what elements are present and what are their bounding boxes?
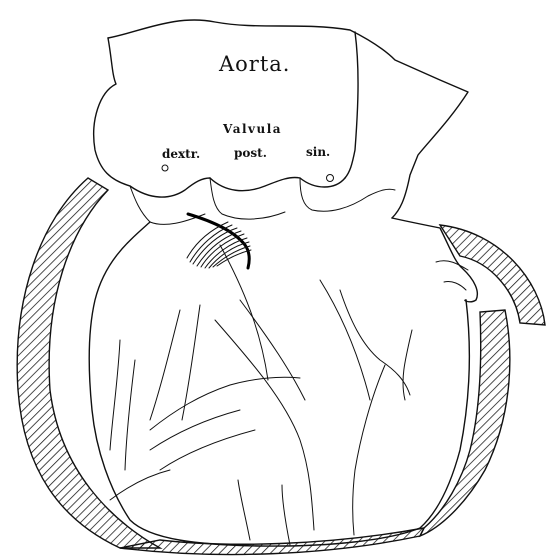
label-sin: sin.: [306, 145, 330, 159]
trabecula-5: [215, 320, 314, 530]
aorta-outline: [108, 20, 468, 218]
trabecula-10: [353, 365, 385, 535]
trabecula-2: [125, 360, 135, 470]
trabecula-3: [150, 310, 180, 420]
trabecula-14: [110, 470, 170, 500]
aorta-left-edge: [94, 38, 130, 186]
valve-cusp-right: [130, 178, 210, 197]
trabecula-12: [150, 410, 240, 450]
trabecula-1: [110, 340, 120, 450]
label-valvula: Valvula: [222, 122, 282, 136]
aorta-inner-edge: [345, 32, 358, 178]
probe-arc: [188, 214, 249, 268]
label-post: post.: [234, 146, 267, 160]
trabecula-17: [220, 245, 268, 380]
valve-commissure-2: [210, 178, 285, 219]
ventricle-outline: [89, 222, 469, 546]
coronary-opening-right: [162, 165, 168, 171]
valve-cusp-posterior: [210, 177, 300, 190]
right-wall-hatched: [440, 225, 545, 325]
label-dextr: dextr.: [162, 147, 200, 161]
trabecula-15: [238, 480, 250, 540]
trabecula-16: [282, 485, 290, 545]
trabecula-11: [150, 377, 300, 430]
right-appendage-inner: [436, 261, 468, 290]
label-aorta: Aorta.: [218, 52, 290, 76]
fiber-bundle: [187, 222, 251, 268]
valve-commissure-3: [300, 178, 395, 211]
trabecula-8: [340, 290, 410, 395]
valve-cusp-left: [300, 178, 345, 187]
bottom-wall-hatched: [120, 528, 424, 554]
coronary-opening-left: [327, 175, 334, 182]
trabecula-6: [240, 300, 305, 400]
